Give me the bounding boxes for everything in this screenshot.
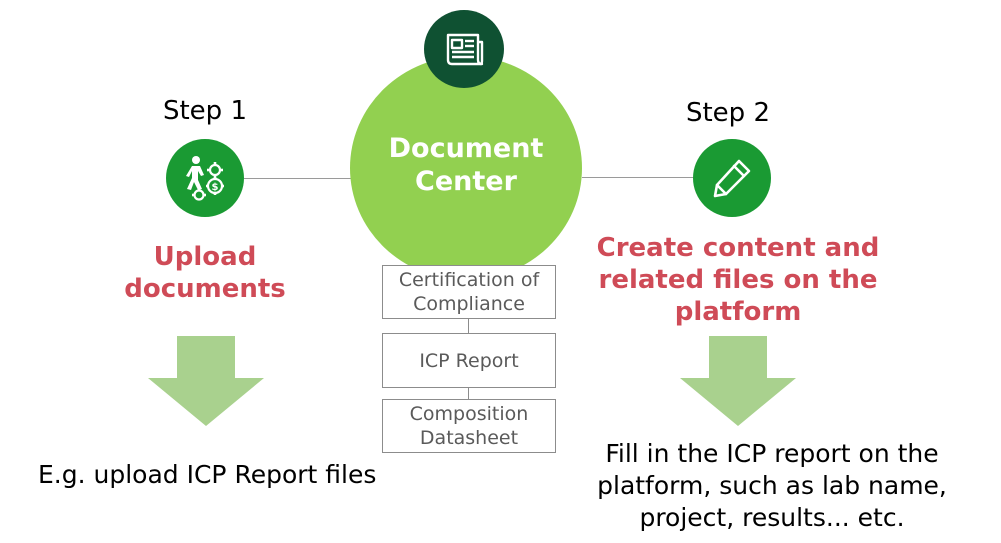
center-title-line: Center [415,166,517,197]
document-box-icp-report: ICP Report [382,333,556,388]
connector-line-right [582,177,694,178]
step-2-description-line: Fill in the ICP report on the [605,439,939,468]
center-title-line: Document [388,133,544,164]
step-2-description-line: platform, such as lab name, [597,471,947,500]
svg-text:$: $ [212,182,219,193]
step-2-down-arrow [680,336,796,426]
step-1-label: Step 1 [162,96,247,126]
step-2-title-line: platform [674,297,802,327]
step-2-title: Create content and related files on the … [585,232,891,328]
person-gears-dollar-icon: $ [186,156,224,201]
step-1-title-line: Upload [153,242,257,272]
document-center-title: Document Center [366,132,566,198]
step-1-down-arrow [148,336,264,426]
document-connector [468,318,469,334]
document-box-composition: Composition Datasheet [382,399,556,453]
step-2-circle [693,139,771,217]
document-box-text: Composition [409,403,529,425]
pencil-icon [713,159,751,198]
document-icon [446,33,484,66]
document-box-text: ICP Report [419,349,519,372]
step-2-title-line: Create content and [596,233,880,263]
document-badge [424,10,504,88]
step-1-description: E.g. upload ICP Report files [38,460,377,489]
step-1-title: Upload documents [100,241,310,305]
document-box-text: Compliance [413,293,525,315]
document-connector [468,387,469,399]
document-box-text: Datasheet [419,427,519,449]
document-box-text: Certification of [398,269,540,291]
step-2-label: Step 2 [685,98,770,128]
document-box-certification: Certification of Compliance [382,265,556,319]
step-2-description-line: project, results... etc. [639,503,905,532]
step-2-description: Fill in the ICP report on the platform, … [572,438,972,534]
step-2-title-line: related files on the [598,265,878,295]
document-center-circle: Document Center [350,56,582,280]
connector-line-left [244,178,352,179]
step-1-circle: $ [166,139,244,217]
step-1-title-line: documents [124,274,286,304]
